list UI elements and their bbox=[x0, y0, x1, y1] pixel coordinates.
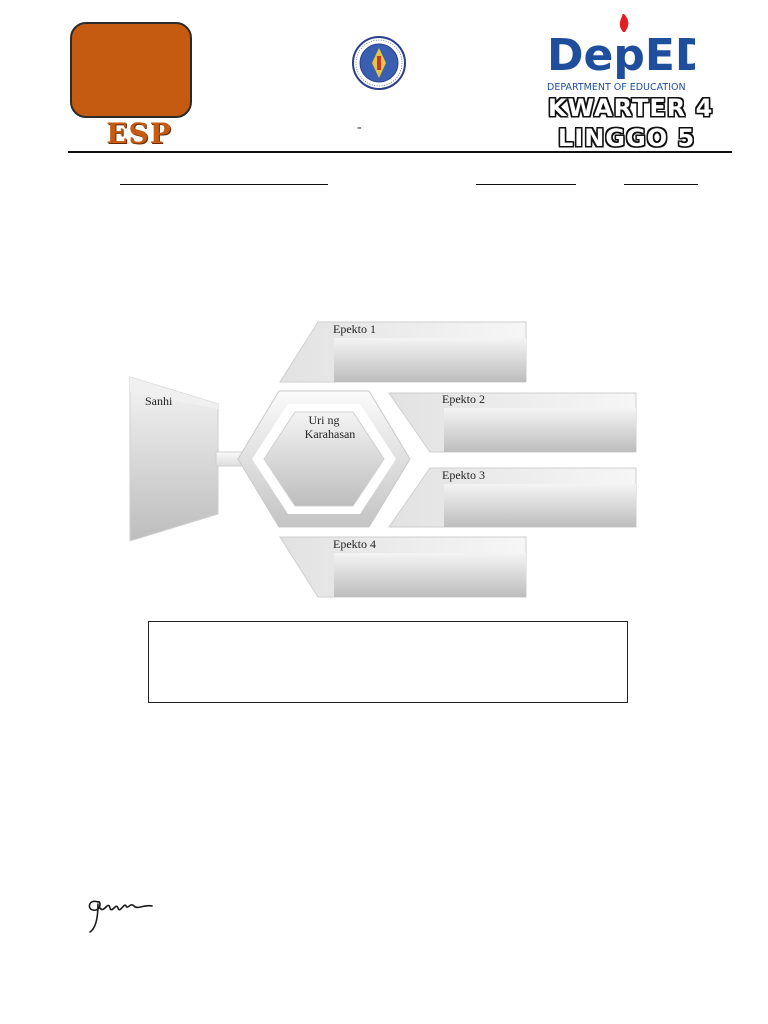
effect-3-shape: Epekto 3 bbox=[388, 467, 637, 528]
effect-4-label: Epekto 4 bbox=[333, 537, 376, 551]
deped-subtitle: DEPARTMENT OF EDUCATION bbox=[547, 82, 686, 93]
effect-1-shape: Epekto 1 bbox=[279, 321, 527, 383]
deped-brand-text: DepED bbox=[547, 30, 695, 81]
deped-seal-icon bbox=[352, 36, 406, 90]
cause-shape: Sanhi bbox=[129, 376, 219, 542]
effect-2-shape: Epekto 2 bbox=[388, 392, 637, 453]
effect-4-shape: Epekto 4 bbox=[279, 536, 527, 598]
esp-color-box bbox=[70, 22, 192, 118]
center-label-line1: Uri ng bbox=[309, 413, 340, 427]
effect-2-label: Epekto 2 bbox=[442, 392, 485, 406]
name-blank-line bbox=[120, 184, 328, 185]
date-blank-line bbox=[624, 184, 698, 185]
quarter-label: KWARTER 4 bbox=[548, 94, 714, 122]
center-label-line2: Karahasan bbox=[305, 427, 356, 441]
effect-1-label: Epekto 1 bbox=[333, 322, 376, 336]
header-divider bbox=[68, 151, 732, 153]
torch-flame-icon bbox=[619, 14, 629, 32]
effect-3-label: Epekto 3 bbox=[442, 468, 485, 482]
section-blank-line bbox=[476, 184, 576, 185]
signature-image bbox=[88, 900, 153, 933]
subject-label: ESP bbox=[106, 117, 172, 150]
answer-box[interactable] bbox=[148, 621, 628, 703]
deped-logo: DepED DEPARTMENT OF EDUCATION bbox=[547, 14, 695, 93]
cause-label: Sanhi bbox=[145, 394, 173, 408]
center-hexagon: Uri ng Karahasan bbox=[237, 390, 411, 528]
header-dash: - bbox=[357, 120, 362, 135]
week-label: LINGGO 5 bbox=[558, 124, 696, 152]
